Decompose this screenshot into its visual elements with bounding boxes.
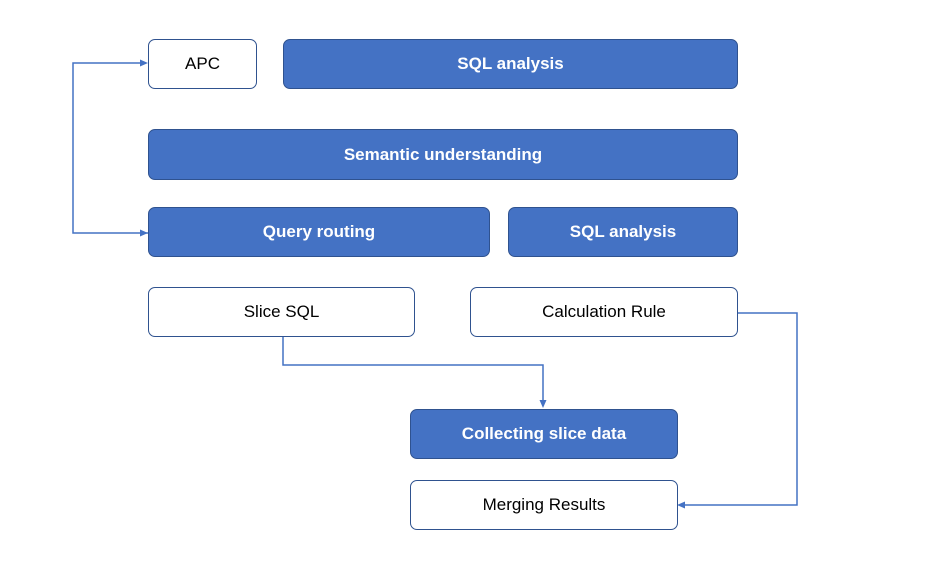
node-semantic-understanding: Semantic understanding xyxy=(148,129,738,180)
node-merging-results: Merging Results xyxy=(410,480,678,530)
arrowhead-apc xyxy=(140,59,148,67)
arrowhead-query-routing xyxy=(140,229,148,237)
arrowhead-merging xyxy=(677,501,685,509)
node-collecting-slice-data: Collecting slice data xyxy=(410,409,678,459)
node-label: SQL analysis xyxy=(569,222,677,241)
node-slice-sql: Slice SQL xyxy=(148,287,415,337)
arrowhead-collecting xyxy=(539,400,547,408)
node-calculation-rule: Calculation Rule xyxy=(470,287,738,337)
edge-calculation-to-merging xyxy=(684,312,798,506)
node-sql-analysis-mid: SQL analysis xyxy=(508,207,738,257)
edge-query-routing-to-apc xyxy=(72,62,148,234)
node-label: SQL analysis xyxy=(457,54,564,73)
node-label: Query routing xyxy=(262,222,376,241)
node-label: Calculation Rule xyxy=(542,302,666,321)
node-sql-analysis-top: SQL analysis xyxy=(283,39,738,89)
node-label: Collecting slice data xyxy=(461,424,627,443)
node-label: Semantic understanding xyxy=(343,144,543,164)
node-label: APC xyxy=(185,54,220,73)
node-apc: APC xyxy=(148,39,257,89)
node-label: Merging Results xyxy=(482,495,606,514)
node-label: Slice SQL xyxy=(243,302,320,321)
node-query-routing: Query routing xyxy=(148,207,490,257)
edge-slice-sql-to-collecting xyxy=(282,337,544,401)
